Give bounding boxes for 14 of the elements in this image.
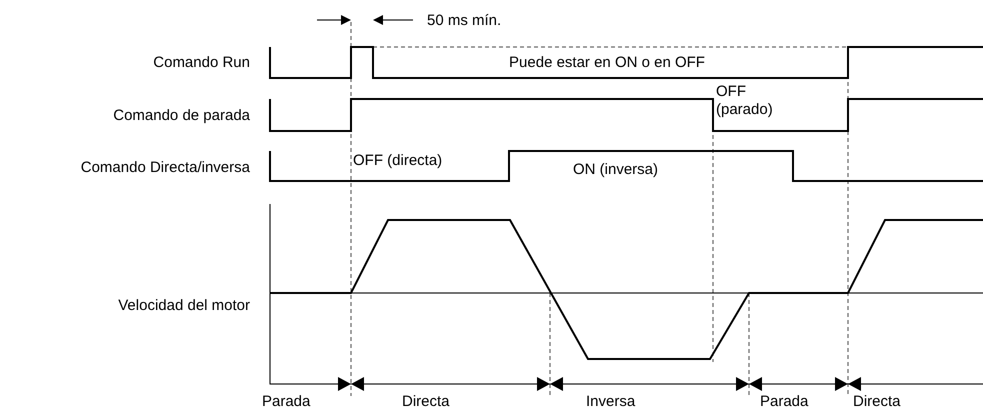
- state-annotation: ON (inversa): [573, 161, 658, 178]
- interval-label: Inversa: [586, 393, 636, 410]
- interval-label: Parada: [760, 393, 808, 410]
- signal-label: Comando Run: [153, 54, 250, 71]
- interval-label: Directa: [402, 393, 450, 410]
- interval-label: Parada: [262, 393, 310, 410]
- signal-label: Comando de parada: [113, 107, 250, 124]
- state-annotation: OFF (directa): [353, 152, 442, 169]
- state-annotation: Puede estar en ON o en OFF: [508, 54, 706, 71]
- signal-label: Velocidad del motor: [118, 297, 250, 314]
- state-annotation: OFF (parado): [716, 83, 774, 119]
- signal-label: Comando Directa/inversa: [80, 159, 250, 176]
- interval-label: Directa: [853, 393, 901, 410]
- timing-annotation: 50 ms mín.: [427, 12, 502, 29]
